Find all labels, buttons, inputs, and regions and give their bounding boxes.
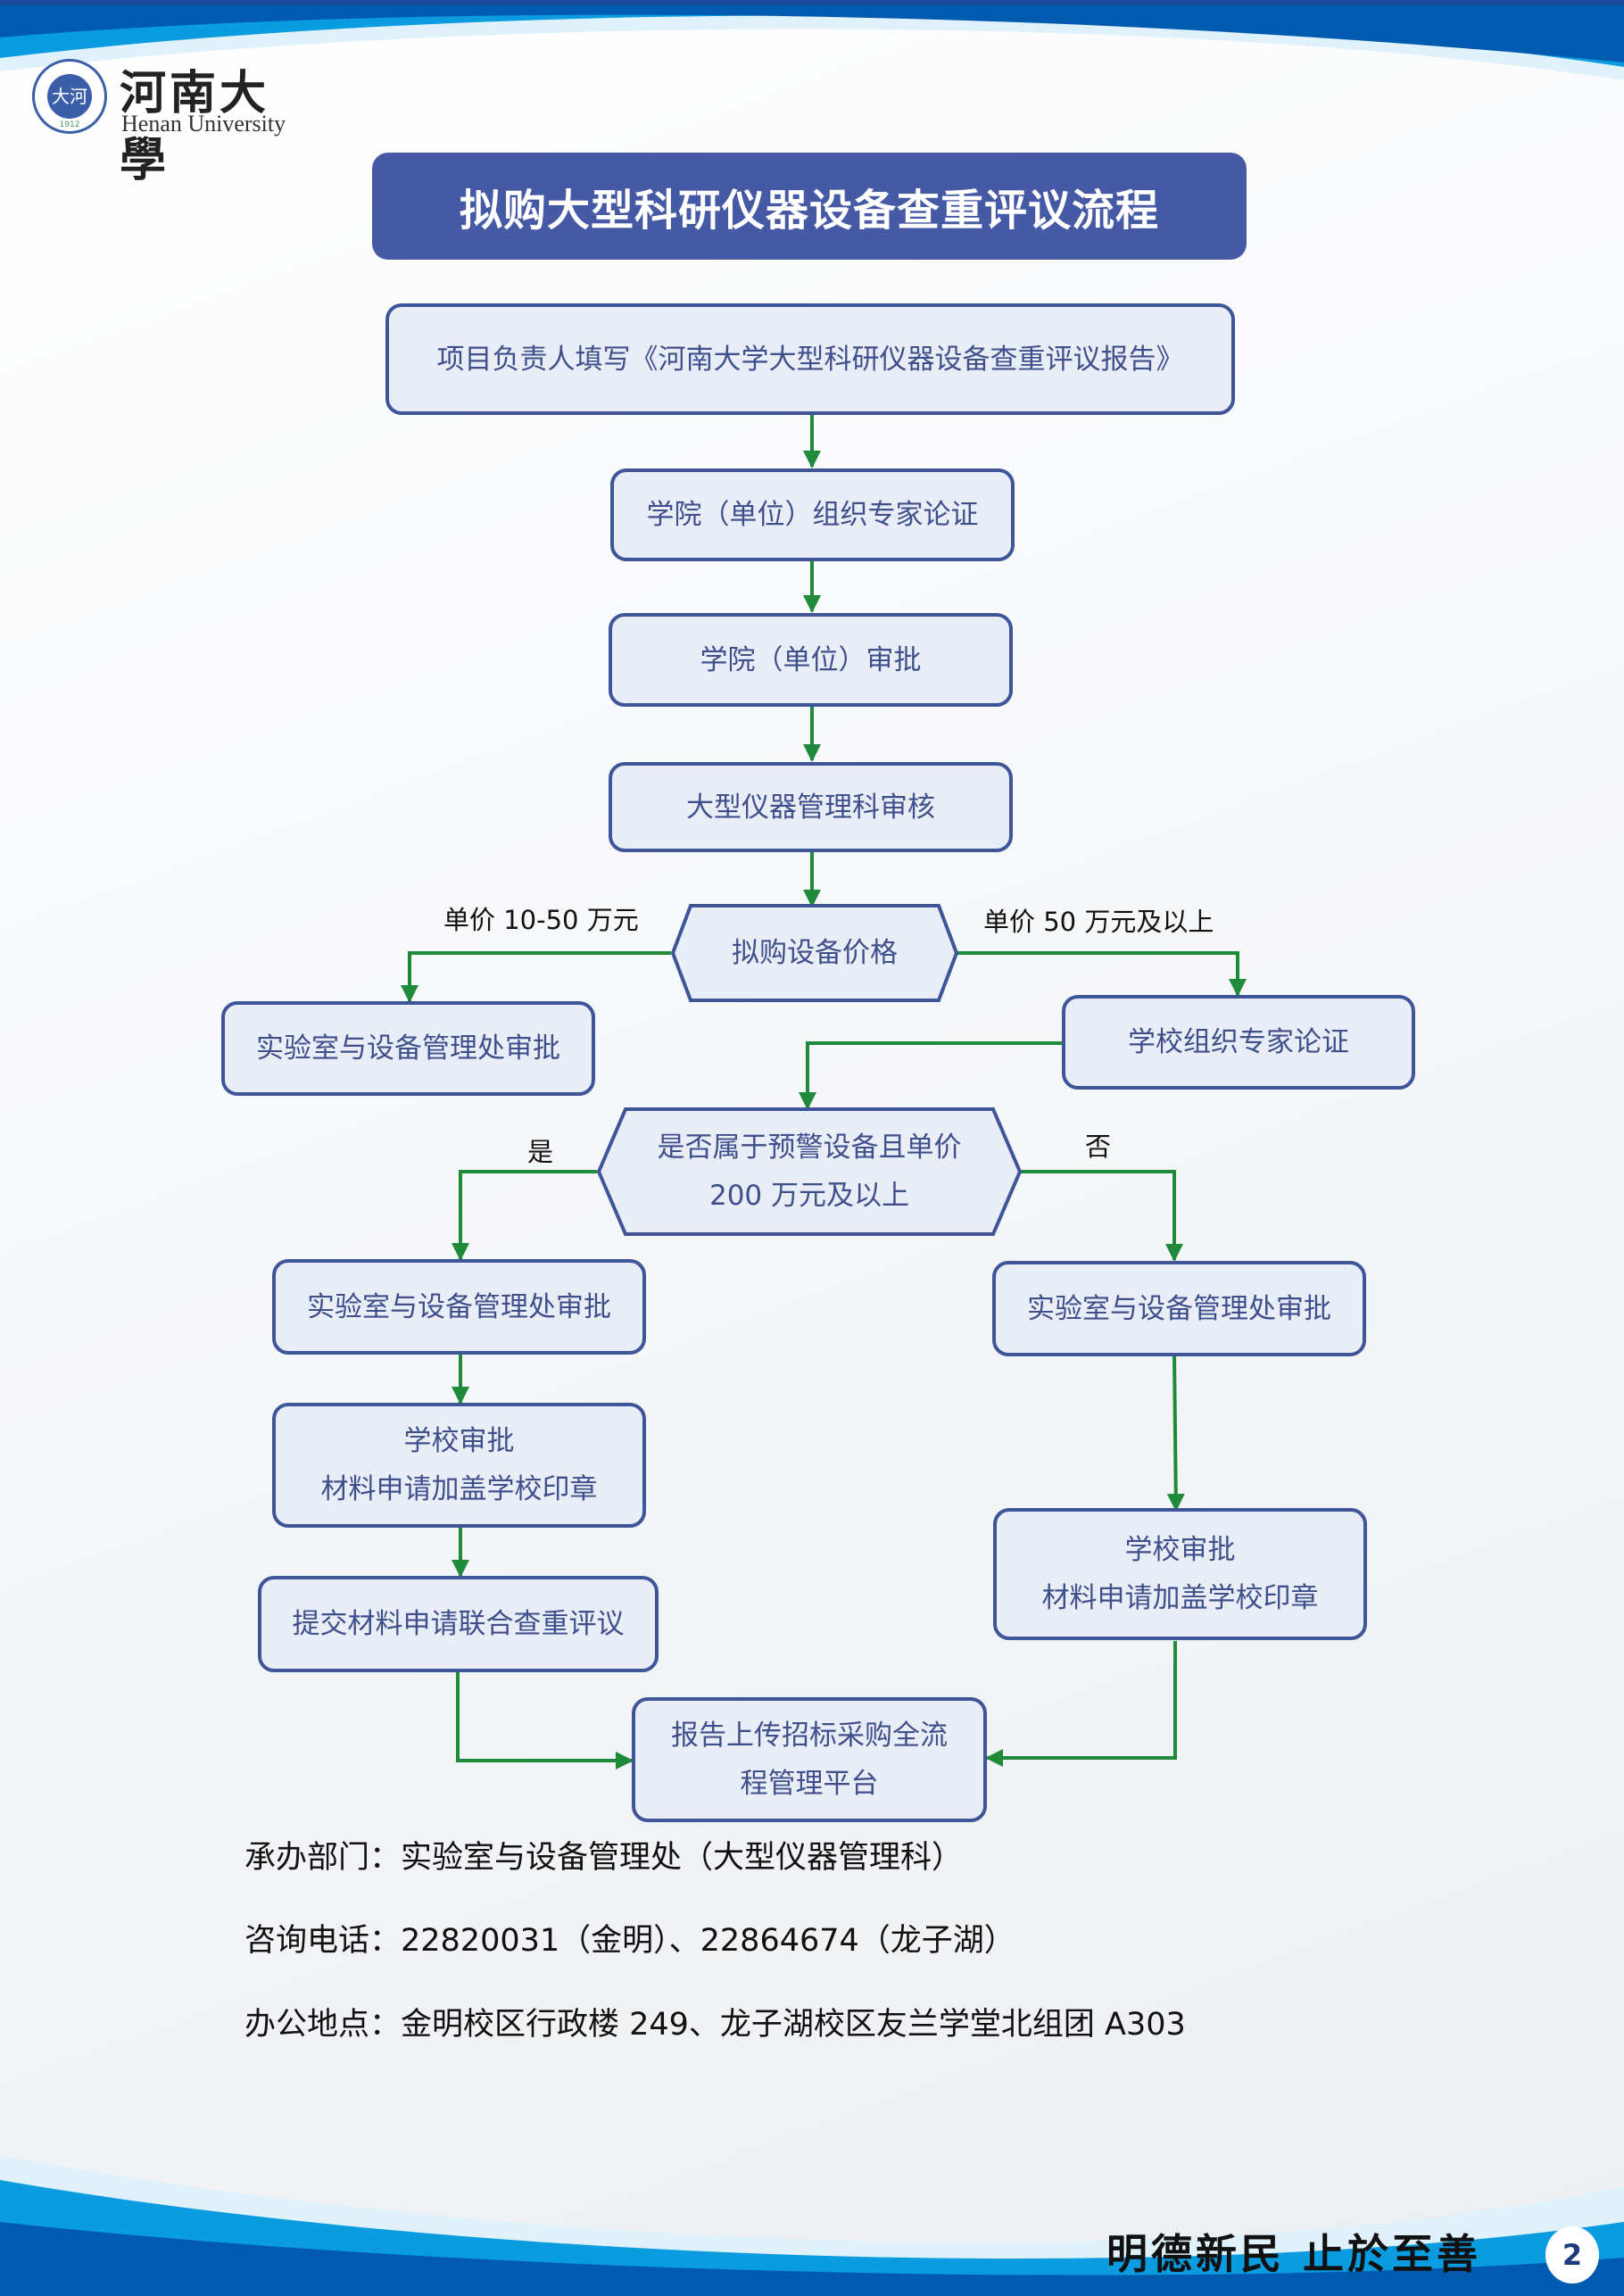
page-title: 拟购大型科研仪器设备查重评议流程 xyxy=(372,153,1247,260)
top-edge xyxy=(0,0,1624,5)
arrow-joint-to-upload xyxy=(456,1670,634,1770)
logo-name-en: Henan University xyxy=(121,111,286,137)
step-no-lab-approve-label: 实验室与设备管理处审批 xyxy=(1027,1292,1331,1325)
step-fill-report: 项目负责人填写《河南大学大型科研仪器设备查重评议报告》 xyxy=(385,303,1235,415)
decision-price-label: 拟购设备价格 xyxy=(732,937,898,969)
bottom-wave-dark xyxy=(0,2222,1624,2296)
decision-warning-text: 是否属于预警设备且单价 200 万元及以上 xyxy=(595,1107,1023,1237)
step-no-lab-approve: 实验室与设备管理处审批 xyxy=(992,1261,1366,1356)
edge-label-price-high: 单价 50 万元及以上 xyxy=(983,907,1214,937)
edge-label-price-low: 单价 10-50 万元 xyxy=(443,905,639,935)
decision-warning-line1: 是否属于预警设备且单价 xyxy=(657,1131,962,1164)
arrow-warning-yes xyxy=(452,1170,597,1261)
step-yes-school-line2: 材料申请加盖学校印章 xyxy=(320,1473,598,1505)
info-phone: 咨询电话：22820031（金明）、22864674（龙子湖） xyxy=(244,1923,1015,1959)
arrow-warning-no xyxy=(1020,1170,1183,1262)
arrow-price-to-left-lab xyxy=(401,951,671,1003)
step-left-lab-approve: 实验室与设备管理处审批 xyxy=(221,1001,595,1096)
logo-name-cn: 河南大學 xyxy=(120,66,270,187)
step-college-approve-label: 学院（单位）审批 xyxy=(700,643,922,676)
edge-label-yes: 是 xyxy=(527,1137,554,1167)
step-instrument-review-label: 大型仪器管理科审核 xyxy=(686,791,935,824)
university-motto: 明德新民 止於至善 xyxy=(1106,2230,1482,2278)
step-school-expert: 学校组织专家论证 xyxy=(1062,995,1415,1090)
seal-year: 1912 xyxy=(59,120,80,129)
arrow-price-to-school-expert xyxy=(957,951,1247,997)
page-number: 2 xyxy=(1545,2226,1599,2284)
step-upload-line1: 报告上传招标采购全流 xyxy=(671,1720,948,1752)
step-upload-line2: 程管理平台 xyxy=(740,1768,879,1800)
edge-label-no: 否 xyxy=(1085,1131,1112,1162)
info-address: 办公地点：金明校区行政楼 249、龙子湖校区友兰学堂北组团 A303 xyxy=(244,2007,1186,2043)
step-yes-school-approve: 学校审批 材料申请加盖学校印章 xyxy=(272,1403,646,1528)
decision-price-text: 拟购设备价格 xyxy=(669,903,960,1003)
step-college-expert-label: 学院（单位）组织专家论证 xyxy=(646,499,979,531)
step-instrument-review: 大型仪器管理科审核 xyxy=(609,762,1013,852)
arrow-no-school-to-upload xyxy=(985,1641,1177,1767)
step-joint-review-label: 提交材料申请联合查重评议 xyxy=(292,1608,625,1640)
university-logo: 大河 1912 河南大學 Henan University xyxy=(32,55,318,187)
step-left-lab-approve-label: 实验室与设备管理处审批 xyxy=(256,1032,560,1065)
step-yes-lab-approve: 实验室与设备管理处审批 xyxy=(272,1259,646,1355)
decision-warning-line2: 200 万元及以上 xyxy=(708,1180,910,1212)
step-no-school-line2: 材料申请加盖学校印章 xyxy=(1041,1582,1319,1614)
top-wave-dark xyxy=(0,0,1624,62)
info-department: 承办部门：实验室与设备管理处（大型仪器管理科） xyxy=(244,1840,964,1876)
step-fill-report-label: 项目负责人填写《河南大学大型科研仪器设备查重评议报告》 xyxy=(436,343,1184,376)
step-joint-review: 提交材料申请联合查重评议 xyxy=(258,1576,659,1672)
arrow-school-expert-to-warning xyxy=(799,1041,1064,1110)
step-yes-school-line1: 学校审批 xyxy=(403,1425,515,1457)
arrow-no-lab-to-school xyxy=(1166,1354,1185,1512)
seal-emblem: 大河 xyxy=(47,74,92,119)
step-no-school-approve: 学校审批 材料申请加盖学校印章 xyxy=(993,1508,1367,1640)
decision-price xyxy=(670,904,959,1002)
step-yes-lab-approve-label: 实验室与设备管理处审批 xyxy=(307,1290,611,1323)
step-upload-platform: 报告上传招标采购全流 程管理平台 xyxy=(632,1697,987,1822)
decision-warning xyxy=(596,1107,1023,1236)
step-college-approve: 学院（单位）审批 xyxy=(609,613,1013,707)
university-seal-icon: 大河 1912 xyxy=(32,59,107,134)
step-no-school-line1: 学校审批 xyxy=(1124,1534,1236,1566)
step-college-expert: 学院（单位）组织专家论证 xyxy=(610,468,1015,561)
step-school-expert-label: 学校组织专家论证 xyxy=(1128,1026,1349,1058)
